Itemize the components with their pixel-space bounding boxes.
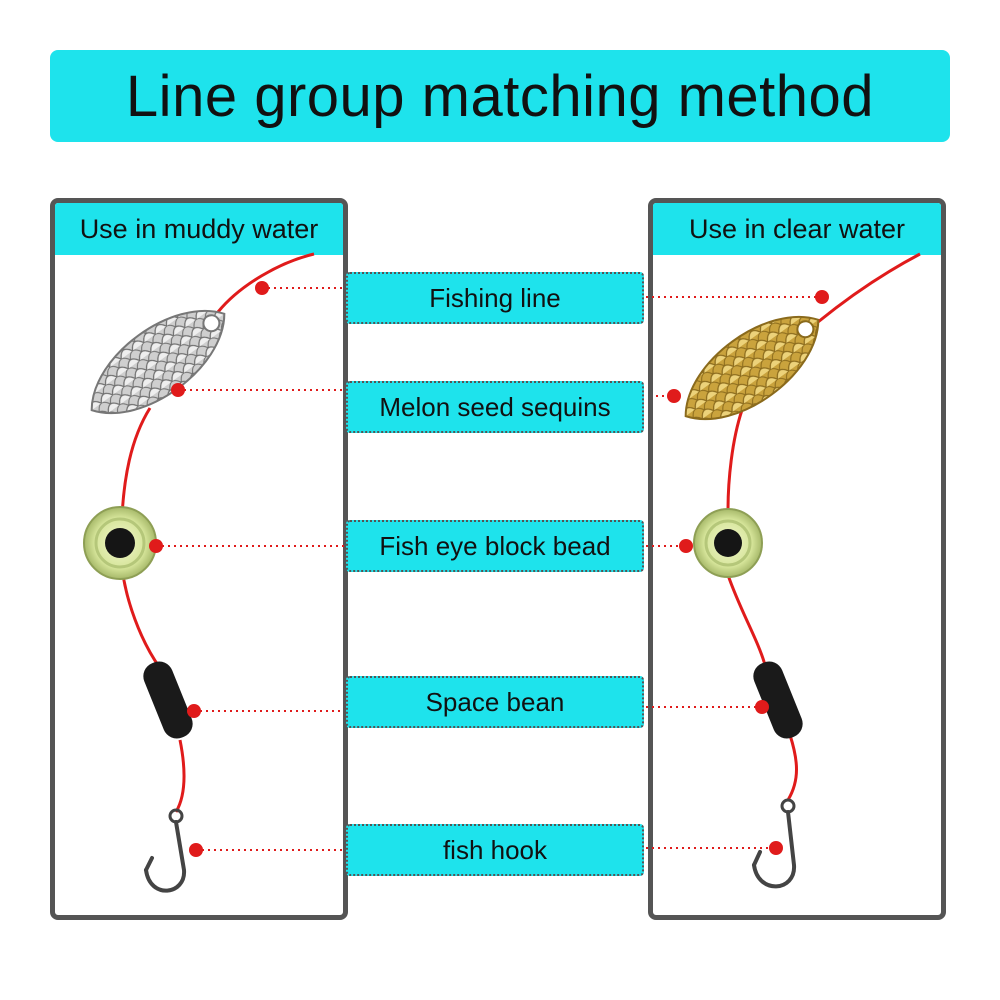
- clear-water-title: Use in clear water: [688, 213, 906, 244]
- label-fish-hook-text: fish hook: [442, 834, 548, 865]
- label-fishing-line-text: Fishing line: [429, 282, 561, 313]
- label-fish-hook: fish hook: [346, 824, 644, 876]
- sequin-gold: [684, 315, 820, 421]
- clear-water-header: Use in clear water: [653, 203, 941, 255]
- fish-hook-left: [144, 808, 187, 893]
- dot-fishing-line-left: [255, 281, 269, 295]
- dot-hook-left: [189, 843, 203, 857]
- muddy-water-title: Use in muddy water: [79, 213, 319, 244]
- space-bean-left: [143, 661, 193, 739]
- connector-dots-right: [667, 290, 829, 855]
- dot-bead-right: [679, 539, 693, 553]
- connectors-left: [156, 287, 344, 851]
- connector-dots-left: [149, 281, 269, 857]
- clear-water-rig: [684, 252, 921, 889]
- label-fishing-line: Fishing line: [346, 272, 644, 324]
- label-space-bean-text: Space bean: [425, 686, 565, 717]
- fish-eye-bead-left: [83, 506, 157, 580]
- dot-sequin-left: [171, 383, 185, 397]
- dot-bead-left: [149, 539, 163, 553]
- fishing-line-right: [726, 252, 921, 801]
- dot-bean-left: [187, 704, 201, 718]
- fish-hook-right: [752, 798, 797, 889]
- fish-eye-bead-right: [693, 508, 763, 578]
- sequin-silver: [90, 309, 226, 415]
- muddy-water-header: Use in muddy water: [55, 203, 343, 255]
- dot-sequin-right: [667, 389, 681, 403]
- title-banner: Line group matching method: [50, 50, 950, 142]
- label-fish-eye-block-bead-text: Fish eye block bead: [379, 530, 611, 561]
- label-fish-eye-block-bead: Fish eye block bead: [346, 520, 644, 572]
- dot-fishing-line-right: [815, 290, 829, 304]
- dot-hook-right: [769, 841, 783, 855]
- connectors-right: [646, 296, 822, 849]
- page-title: Line group matching method: [125, 63, 875, 129]
- label-melon-seed-sequins: Melon seed sequins: [346, 381, 644, 433]
- label-melon-seed-sequins-text: Melon seed sequins: [379, 391, 611, 422]
- label-space-bean: Space bean: [346, 676, 644, 728]
- muddy-water-rig: [83, 252, 315, 893]
- fishing-line-left: [120, 252, 315, 813]
- space-bean-right: [753, 661, 803, 739]
- dot-bean-right: [755, 700, 769, 714]
